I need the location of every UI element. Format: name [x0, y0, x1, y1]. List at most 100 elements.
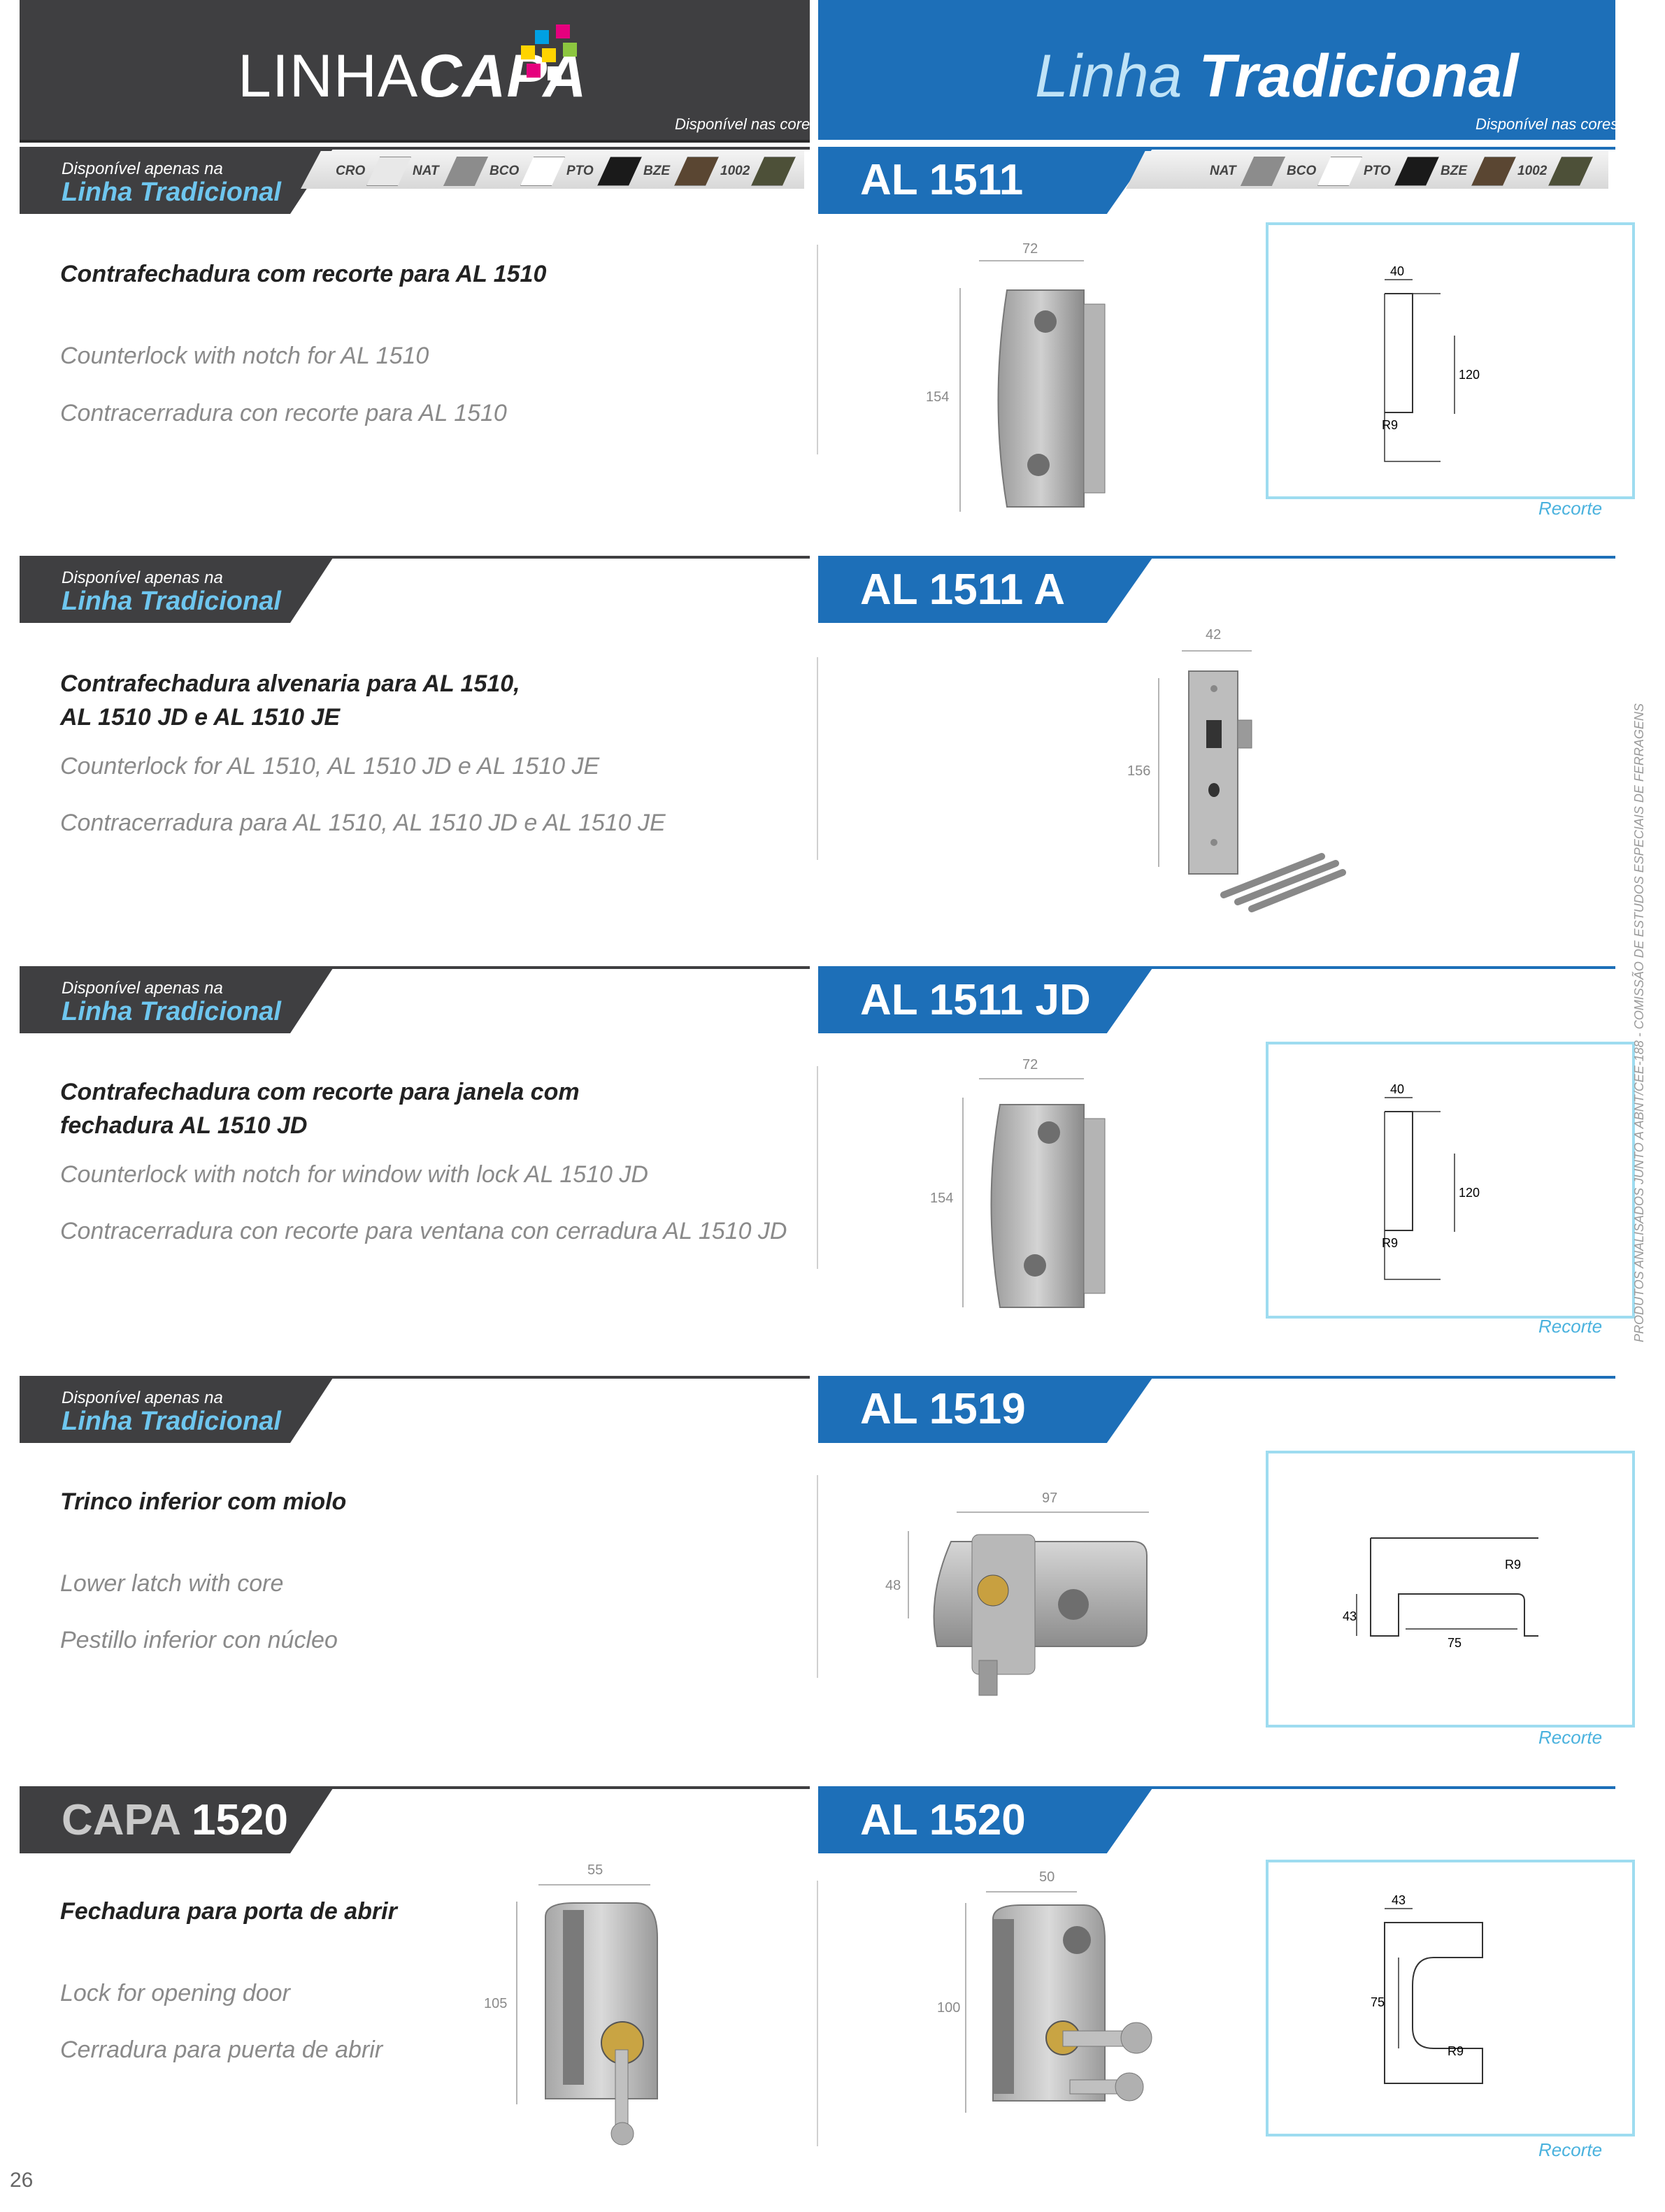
color-swatch: [597, 157, 642, 186]
width-dimension: 97: [1042, 1491, 1058, 1506]
product-code: AL 1511 A: [860, 566, 1065, 614]
column-divider: [817, 1475, 818, 1678]
product-description-en: Counterlock for AL 1510, AL 1510 JD e AL…: [60, 753, 600, 780]
cut-drawing-box: [1266, 1860, 1635, 2136]
section-divider: [20, 556, 810, 559]
width-dimension-line: [979, 260, 1084, 261]
color-swatch-label: PTO: [1364, 164, 1391, 178]
product-description-es: Contracerradura con recorte para ventana…: [60, 1218, 787, 1244]
section-divider: [818, 966, 1615, 969]
column-divider: [817, 1066, 818, 1269]
height-dimension: 156: [1127, 763, 1151, 779]
column-divider: [817, 1881, 818, 2146]
product-description-en: Counterlock with notch for window with l…: [60, 1161, 648, 1188]
width-dimension: 42: [1206, 627, 1222, 642]
width-dimension: 50: [1039, 1869, 1055, 1885]
width-dimension: 72: [1022, 1057, 1038, 1072]
color-swatch: [751, 157, 796, 186]
product-code-banner: [818, 147, 1154, 214]
color-swatch-label: NAT: [413, 164, 439, 178]
recorte-label: Recorte: [1538, 1316, 1603, 1337]
height-dimension-line: [965, 1903, 966, 2113]
recorte-label: Recorte: [1538, 2139, 1603, 2160]
capa-product-code: CAPA 1520: [62, 1796, 288, 1844]
cut-drawing: R9 43 75: [1343, 1537, 1538, 1650]
capa-logo-pixels-icon: [514, 24, 577, 80]
only-tradicional-banner: [20, 556, 334, 623]
color-swatch: [1241, 157, 1285, 186]
product-code: AL 1511 JD: [860, 976, 1091, 1024]
masonry-counterlock-image: [1188, 670, 1346, 912]
height-dimension-line: [962, 1098, 964, 1307]
product-code-banner: [818, 556, 1154, 623]
capa-width-dimension: 55: [587, 1862, 603, 1878]
only-line-label: Linha Tradicional: [62, 1407, 281, 1436]
section-divider: [20, 966, 810, 969]
capa-height-dimension-line: [516, 1902, 517, 2104]
al-lock-image: [992, 1904, 1152, 2102]
product-code: AL 1511: [860, 156, 1024, 204]
lower-latch-image: [933, 1534, 1148, 1696]
section-divider: [20, 147, 810, 150]
cut-radius: R9: [1382, 418, 1398, 432]
cut-radius: R9: [1448, 2044, 1464, 2058]
capa-lock-image: [545, 1902, 658, 2146]
section-divider: [20, 1376, 810, 1379]
cut-drawing: 40 120 R9: [1382, 264, 1480, 462]
color-swatch: [674, 157, 719, 186]
color-swatch-label: BCO: [1287, 164, 1317, 178]
product-title: Trinco inferior com miolo: [60, 1488, 347, 1515]
width-dimension-line: [957, 1511, 1149, 1513]
color-swatch: [366, 157, 411, 186]
color-swatch-label: 1002: [1517, 164, 1548, 178]
product-title: Contrafechadura alvenaria para AL 1510,: [60, 670, 520, 697]
capa-code-banner: [20, 1786, 334, 1853]
recorte-label: Recorte: [1538, 1727, 1603, 1748]
column-divider: [817, 245, 818, 454]
color-swatch-label: BCO: [490, 164, 520, 178]
section-divider: [818, 1376, 1615, 1379]
page-number: 26: [10, 2169, 34, 2192]
color-swatch-label: PTO: [566, 164, 594, 178]
color-swatch: [1394, 157, 1439, 186]
height-dimension-line: [908, 1531, 909, 1618]
height-dimension: 100: [937, 2000, 961, 2016]
cut-radius: R9: [1382, 1236, 1398, 1250]
right-available-colors-label: Disponível nas cores:: [1475, 115, 1623, 133]
color-swatch: [1548, 157, 1593, 186]
cut-width: 75: [1448, 1636, 1462, 1650]
product-title: Fechadura para porta de abrir: [60, 1898, 397, 1925]
recorte-label: Recorte: [1538, 498, 1603, 519]
cut-height: 75: [1371, 1995, 1385, 2009]
width-dimension-line: [979, 1078, 1084, 1079]
cut-width: 40: [1390, 264, 1404, 278]
product-description-en: Lock for opening door: [60, 1980, 290, 2006]
height-dimension-line: [1158, 678, 1159, 867]
color-swatch-label: BZE: [643, 164, 670, 178]
cut-height: 43: [1343, 1609, 1357, 1623]
only-tradicional-banner: [20, 1376, 334, 1443]
only-label: Disponível apenas na: [62, 979, 223, 998]
product-code: AL 1519: [860, 1385, 1026, 1433]
product-description-es: Pestillo inferior con núcleo: [60, 1627, 338, 1653]
height-dimension: 48: [885, 1578, 901, 1593]
color-swatch-label: BZE: [1441, 164, 1467, 178]
cut-width: 40: [1390, 1082, 1404, 1096]
cut-drawing: 43 75 R9: [1371, 1893, 1483, 2084]
product-description-es: Cerradura para puerta de abrir: [60, 2037, 383, 2063]
linha-tradicional-header: [818, 0, 1615, 140]
cut-drawing-box: [1266, 1042, 1635, 1319]
only-label: Disponível apenas na: [62, 568, 223, 587]
product-code: AL 1520: [860, 1796, 1026, 1844]
product-code-banner: [818, 966, 1154, 1033]
product-title: Contrafechadura com recorte para AL 1510: [60, 261, 547, 287]
product-title-line2: AL 1510 JD e AL 1510 JE: [60, 704, 341, 731]
product-description-es: Contracerradura para AL 1510, AL 1510 JD…: [60, 810, 666, 836]
only-label: Disponível apenas na: [62, 1388, 223, 1407]
color-swatch: [1317, 157, 1362, 186]
only-line-label: Linha Tradicional: [62, 178, 281, 207]
section-divider: [818, 1786, 1615, 1789]
product-description-en: Counterlock with notch for AL 1510: [60, 343, 429, 369]
